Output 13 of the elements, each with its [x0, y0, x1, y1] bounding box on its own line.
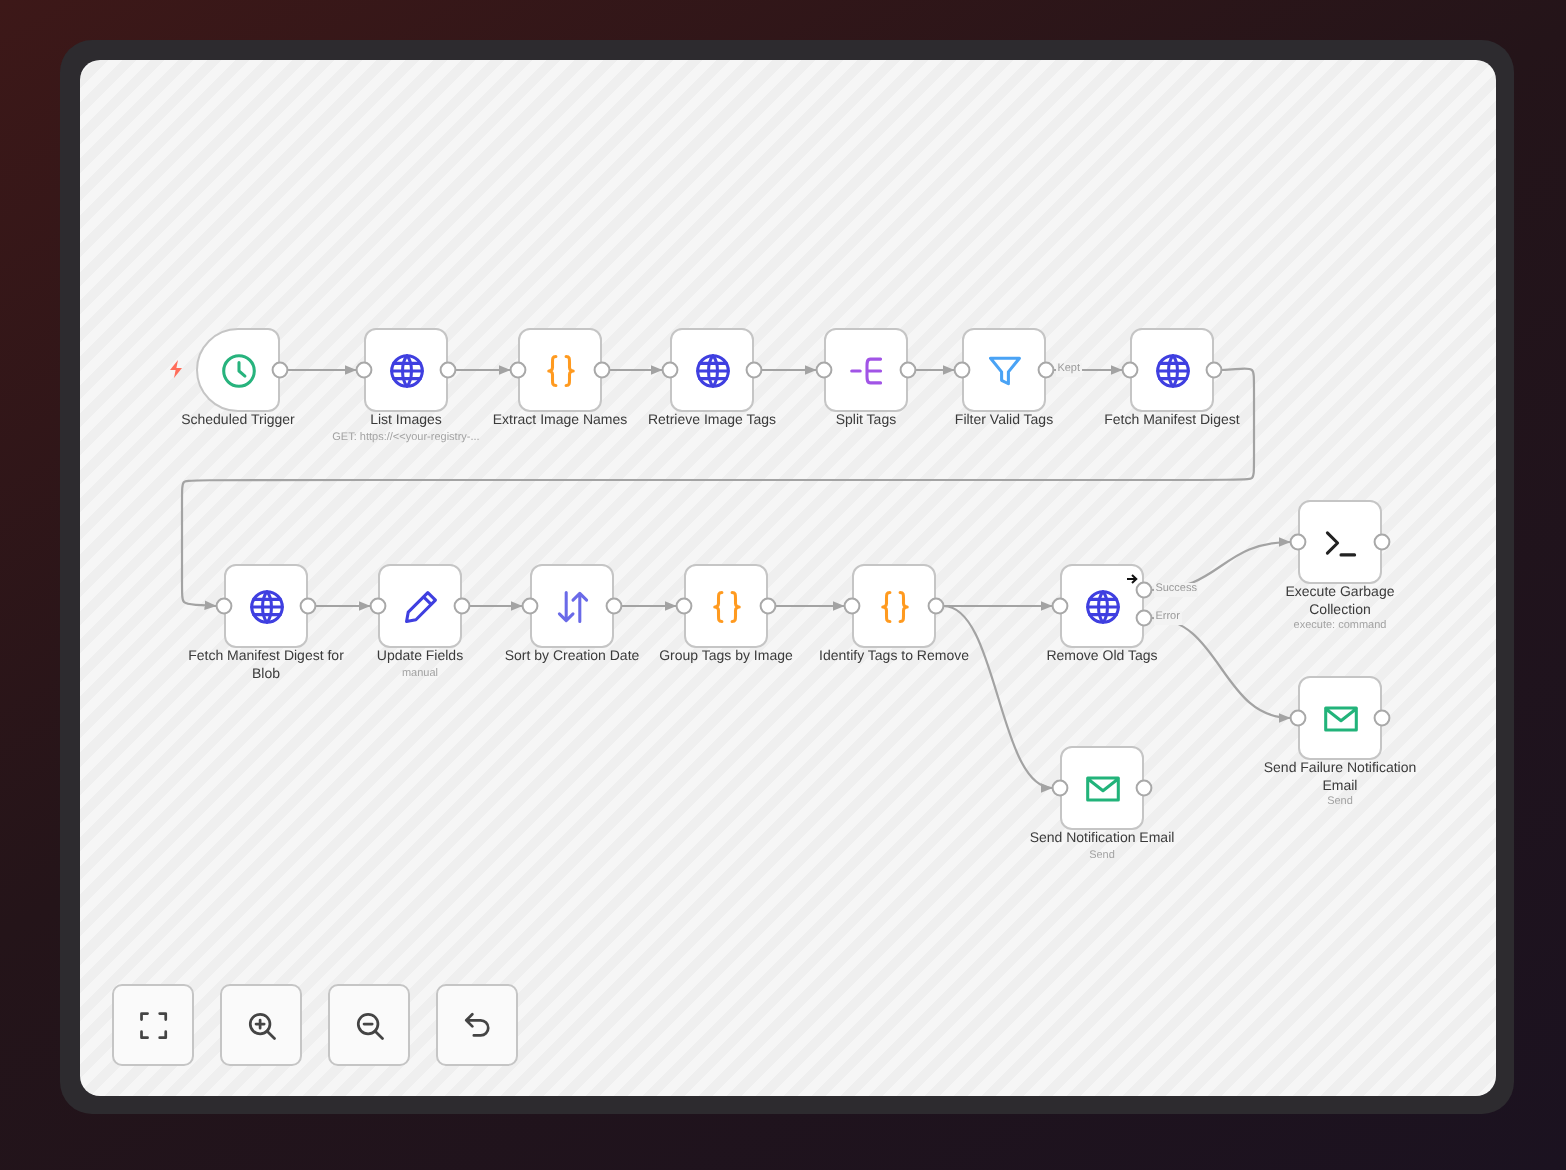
connector-arrow: [943, 604, 1053, 790]
connector-arrow: [915, 365, 955, 375]
connector-arrow: [621, 601, 677, 611]
connector-arrow: [455, 365, 511, 375]
connector-arrow: [761, 365, 817, 375]
connector-arrow: [1151, 616, 1291, 722]
connector-arrow: [943, 601, 1053, 611]
connector-arrow: [609, 365, 663, 375]
connector-arrow: [287, 365, 357, 375]
connector-arrow: [315, 601, 371, 611]
connector-arrow: [775, 601, 845, 611]
connector-arrow: [180, 367, 1256, 611]
connector-arrow: [469, 601, 523, 611]
